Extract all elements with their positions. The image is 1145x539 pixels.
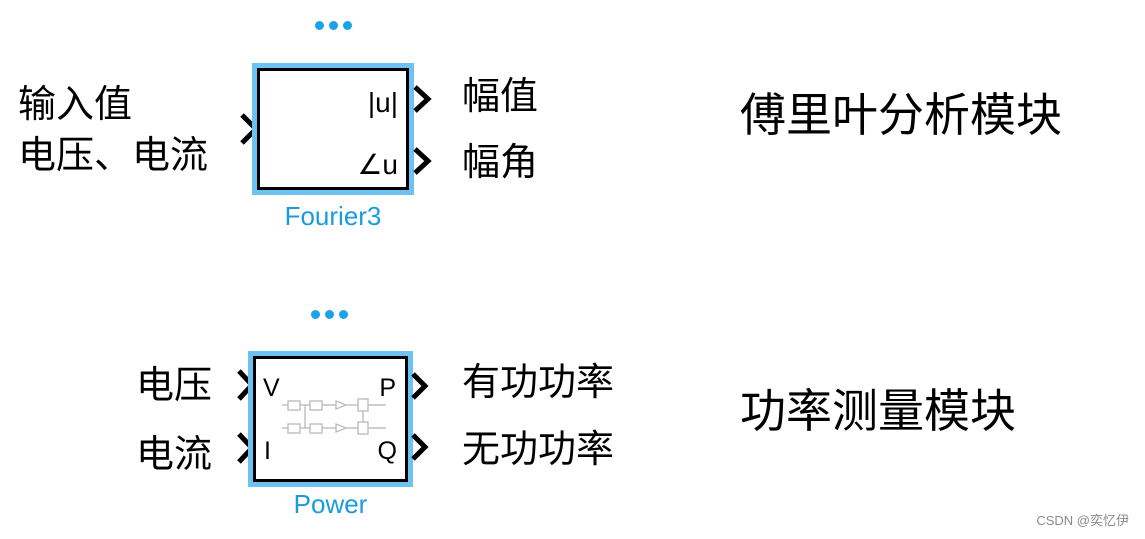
- fourier-port-angle: ∠u: [357, 149, 398, 180]
- power-block-internal-diagram-icon: [282, 398, 386, 435]
- fourier-input-label-line2: 电压、电流: [18, 133, 209, 177]
- dot: [315, 21, 324, 30]
- fourier-block-name[interactable]: Fourier3: [284, 201, 382, 231]
- watermark: CSDN @奕忆伊: [1036, 513, 1129, 528]
- power-more-dots[interactable]: [311, 310, 348, 319]
- fourier-output-magnitude-label: 幅值: [462, 74, 539, 118]
- fourier-output-angle-label: 幅角: [462, 140, 539, 184]
- power-output-p-arrow: [411, 372, 429, 400]
- power-output-active-label: 有功功率: [462, 360, 615, 404]
- power-input-current-label: 电流: [136, 432, 213, 476]
- fourier-output-magnitude-arrow: [413, 85, 432, 113]
- power-input-v-arrow: [237, 369, 256, 401]
- power-block[interactable]: V I P Q: [253, 356, 408, 482]
- dot: [329, 21, 338, 30]
- power-port-q: Q: [377, 437, 397, 465]
- power-section-title: 功率测量模块: [740, 384, 1016, 438]
- fourier-port-magnitude: |u|: [367, 87, 398, 118]
- fourier-more-dots[interactable]: [315, 21, 352, 30]
- dot: [343, 21, 352, 30]
- power-block-name[interactable]: Power: [293, 489, 368, 519]
- power-output-reactive-label: 无功功率: [462, 427, 615, 471]
- power-port-i: I: [264, 437, 271, 465]
- fourier-input-port-arrow: [240, 113, 260, 145]
- power-output-q-arrow: [411, 433, 429, 461]
- fourier-section-title: 傅里叶分析模块: [740, 88, 1062, 142]
- fourier-output-angle-arrow: [413, 147, 432, 175]
- power-port-v: V: [263, 374, 280, 402]
- dot: [325, 310, 334, 319]
- power-port-p: P: [379, 374, 396, 402]
- fourier-input-label-line1: 输入值: [18, 82, 133, 126]
- dot: [339, 310, 348, 319]
- dot: [311, 310, 320, 319]
- power-input-voltage-label: 电压: [136, 363, 213, 407]
- fourier-block[interactable]: |u| ∠u: [257, 68, 409, 190]
- power-input-i-arrow: [237, 432, 256, 464]
